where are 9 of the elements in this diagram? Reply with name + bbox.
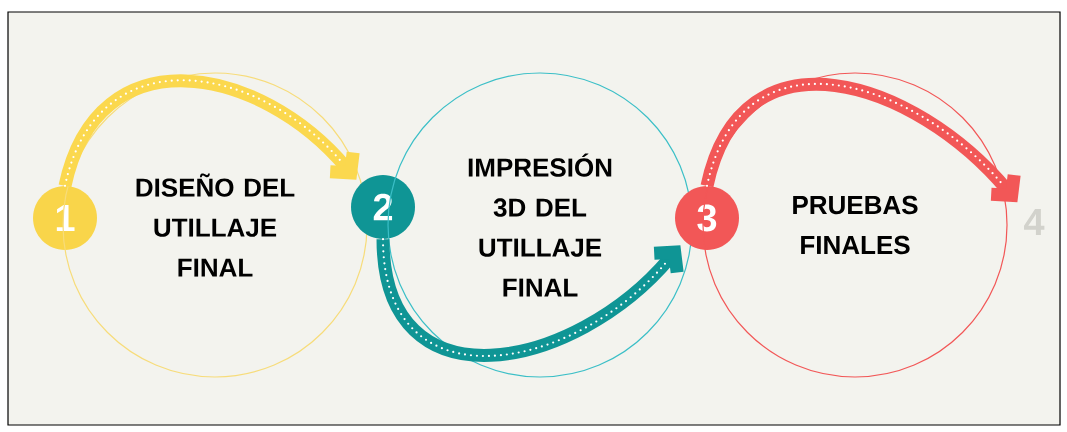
curved-arrow: [376, 238, 684, 362]
number-badge: 3: [675, 186, 739, 250]
curved-arrow: [58, 74, 360, 188]
curved-arrow: [700, 78, 1021, 203]
number-badge: 1: [33, 186, 97, 250]
step-label: IMPRESIÓN 3D DEL UTILLAJE FINAL: [468, 153, 612, 297]
step-label: PRUEBAS FINALES: [793, 195, 918, 255]
step-label: DISEÑO DEL UTILLAJE FINAL: [136, 173, 295, 277]
number-badge: 2: [351, 175, 415, 239]
